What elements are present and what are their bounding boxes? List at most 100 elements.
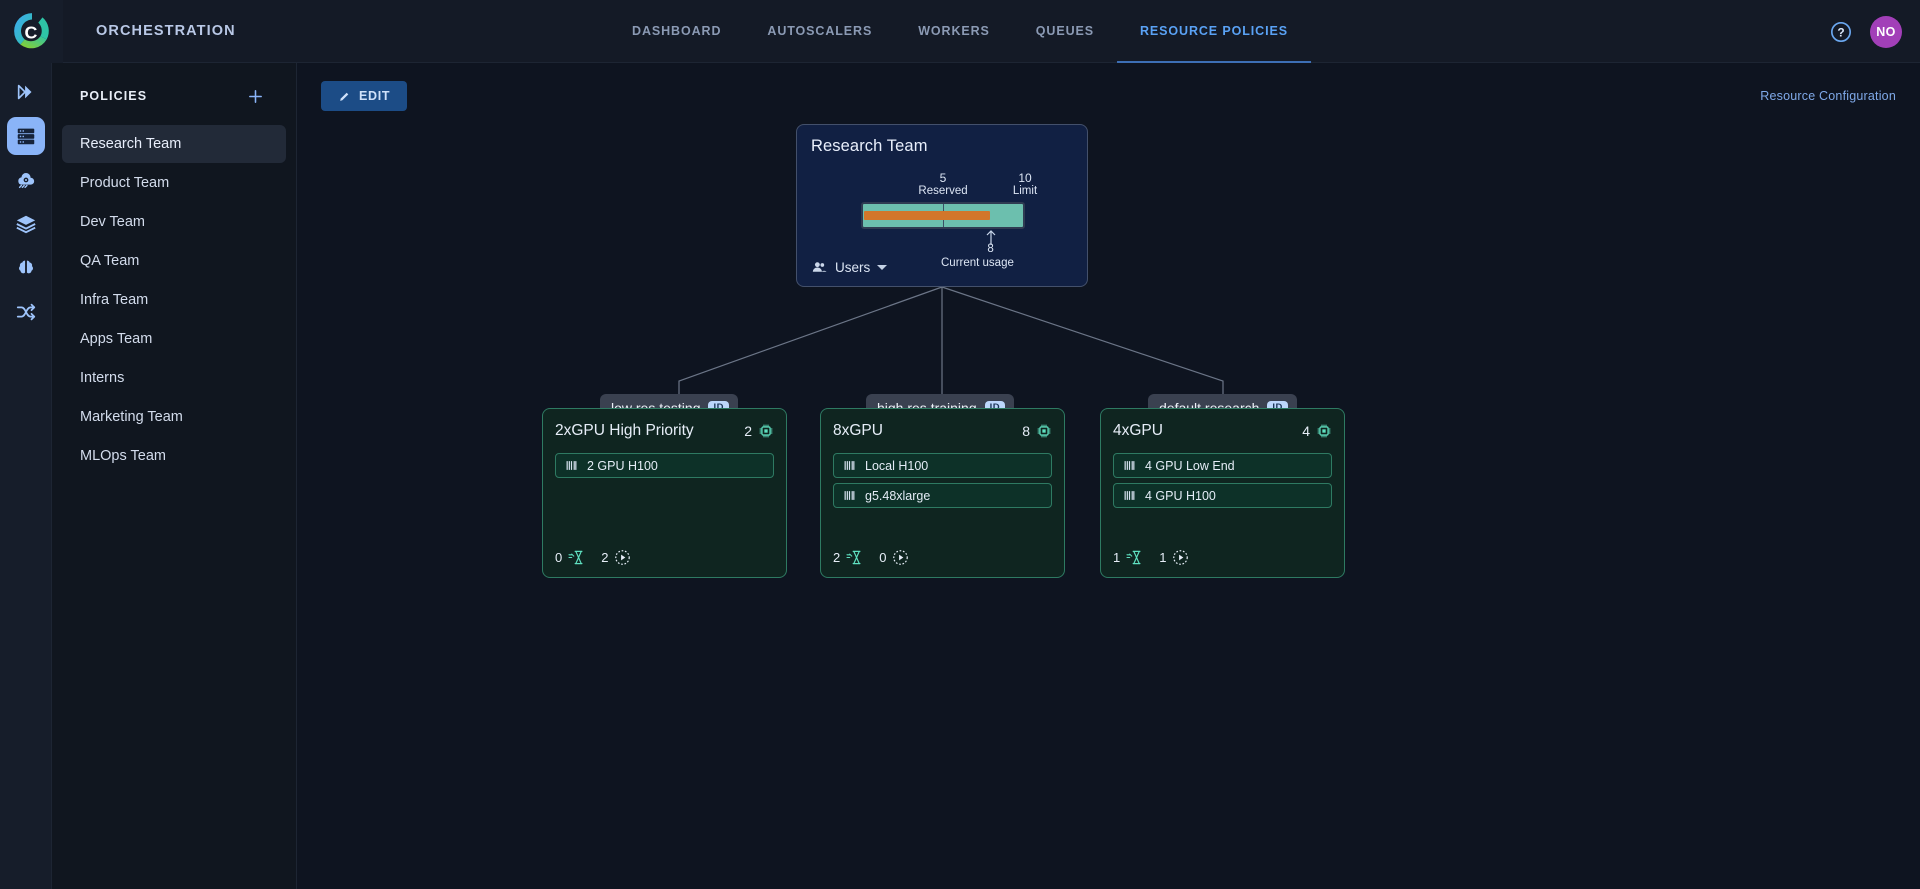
gauge-reserved-value: 5 — [939, 171, 947, 185]
shuffle-routes-icon — [16, 303, 35, 321]
current-usage-arrow-icon — [986, 230, 995, 245]
play-circle-icon — [615, 550, 631, 565]
help-circle-icon[interactable]: ? — [1830, 21, 1852, 43]
sidebar-item-interns[interactable]: Interns — [62, 359, 286, 397]
rail-item-double-chevron[interactable] — [7, 73, 45, 111]
resource-item-label: 2 GPU H100 — [587, 458, 658, 473]
resource-card-title: 8xGPU — [833, 422, 883, 439]
icon-rail — [0, 63, 52, 889]
server-rack-icon — [17, 128, 34, 145]
nav-tab-autoscalers[interactable]: AUTOSCALERS — [767, 24, 873, 38]
resource-card-2xgpu-high-priority[interactable]: 2xGPU High Priority 2 — [542, 408, 787, 578]
gauge-top-labels: 5 Reserved 10 Limit — [811, 172, 1073, 202]
resource-card-gpu-count: 4 — [1302, 423, 1332, 439]
rail-item-shuffle-routes[interactable] — [7, 293, 45, 331]
root-policy-node[interactable]: Research Team 5 Reserved 10 Limit — [796, 124, 1088, 287]
pending-jobs-stat: 2 — [833, 550, 863, 565]
main-nav: DASHBOARD AUTOSCALERS WORKERS QUEUES RES… — [609, 0, 1311, 63]
hourglass-icon — [846, 550, 861, 565]
policy-label: Marketing Team — [80, 409, 183, 425]
nav-tab-dashboard[interactable]: DASHBOARD — [632, 24, 722, 38]
app-title: ORCHESTRATION — [96, 23, 236, 39]
cpu-chip-icon — [759, 424, 773, 438]
users-group-icon — [812, 262, 827, 272]
nav-tab-resource-policies[interactable]: RESOURCE POLICIES — [1117, 0, 1311, 63]
edit-button-label: EDIT — [359, 89, 391, 103]
resource-card-gpu-count: 8 — [1022, 423, 1052, 439]
sidebar-item-dev-team[interactable]: Dev Team — [62, 203, 286, 241]
hourglass-icon — [1126, 550, 1141, 565]
resource-card-4xgpu[interactable]: 4xGPU 4 4 GPU — [1100, 408, 1345, 578]
resource-item[interactable]: g5.48xlarge — [833, 483, 1052, 508]
brain-icon — [18, 260, 33, 277]
pencil-icon — [340, 92, 349, 101]
sidebar-item-qa-team[interactable]: QA Team — [62, 242, 286, 280]
policy-label: Product Team — [80, 175, 170, 191]
users-dropdown[interactable]: Users — [811, 259, 888, 276]
resource-item[interactable]: 4 GPU H100 — [1113, 483, 1332, 508]
rail-item-server-rack[interactable] — [6, 117, 45, 155]
policies-sidebar: POLICIES Research Team Product Team Dev … — [52, 63, 297, 889]
top-bar-right: ? NO — [1830, 0, 1902, 63]
edit-button[interactable]: EDIT — [321, 81, 408, 111]
resource-item-list: 4 GPU Low End 4 GPU H100 — [1113, 453, 1332, 508]
pending-jobs-stat: 1 — [1113, 550, 1143, 565]
policy-label: Apps Team — [80, 331, 153, 347]
resource-configuration-link[interactable]: Resource Configuration — [1760, 89, 1896, 103]
resource-item[interactable]: 2 GPU H100 — [555, 453, 774, 478]
user-avatar[interactable]: NO — [1870, 15, 1902, 48]
resource-item-list: 2 GPU H100 — [555, 453, 774, 478]
plus-icon — [248, 89, 262, 103]
resource-card-8xgpu[interactable]: 8xGPU 8 Local — [820, 408, 1065, 578]
resource-card-footer: 1 1 — [1113, 549, 1189, 566]
sidebar-item-product-team[interactable]: Product Team — [62, 164, 286, 202]
play-circle-icon — [893, 550, 909, 565]
nav-tab-workers[interactable]: WORKERS — [918, 24, 990, 38]
top-bar: C ORCHESTRATION DASHBOARD AUTOSCALERS WO… — [0, 0, 1920, 63]
content-toolbar: EDIT Resource Configuration — [321, 81, 1896, 111]
sidebar-item-marketing-team[interactable]: Marketing Team — [62, 398, 286, 436]
rail-item-layers[interactable] — [7, 205, 45, 243]
sidebar-item-apps-team[interactable]: Apps Team — [62, 320, 286, 358]
barcode-icon — [844, 491, 855, 500]
sidebar-item-mlops-team[interactable]: MLOps Team — [62, 437, 286, 475]
gauge-current-value: 8 — [987, 243, 994, 255]
resource-card-header: 8xGPU 8 — [833, 422, 1052, 440]
running-jobs-count: 2 — [601, 550, 609, 565]
policies-header: POLICIES — [62, 75, 286, 115]
policy-label: Infra Team — [80, 292, 149, 308]
rail-item-cloud-gear[interactable] — [7, 161, 45, 199]
app-logo[interactable]: C — [0, 0, 63, 63]
chevron-down-icon — [877, 265, 888, 270]
policy-label: MLOps Team — [80, 448, 166, 464]
cpu-chip-icon — [1037, 424, 1051, 438]
gauge-reserved-caption: Reserved — [918, 185, 968, 197]
resource-card-footer: 0 2 — [555, 549, 631, 566]
root-node-title: Research Team — [811, 137, 928, 155]
nav-tab-queues[interactable]: QUEUES — [1035, 24, 1094, 38]
resource-item[interactable]: 4 GPU Low End — [1113, 453, 1332, 478]
gauge-limit-label: 10 Limit — [1013, 172, 1037, 198]
svg-text:C: C — [24, 22, 37, 42]
resource-card-header: 2xGPU High Priority 2 — [555, 422, 774, 440]
rail-item-brain[interactable] — [7, 249, 45, 287]
resource-card-footer: 2 0 — [833, 549, 909, 566]
barcode-icon — [1124, 461, 1135, 470]
gauge-limit-caption: Limit — [1012, 185, 1038, 197]
sidebar-item-research-team[interactable]: Research Team — [62, 125, 286, 163]
running-jobs-stat: 0 — [879, 549, 909, 566]
running-jobs-count: 1 — [1159, 550, 1167, 565]
add-policy-button[interactable] — [242, 83, 268, 109]
resource-card-gpu-count: 2 — [744, 423, 774, 439]
sidebar-item-infra-team[interactable]: Infra Team — [62, 281, 286, 319]
running-jobs-stat: 1 — [1159, 549, 1189, 566]
running-jobs-stat: 2 — [601, 549, 631, 566]
pending-jobs-count: 2 — [833, 550, 841, 565]
main-content: EDIT Resource Configuration Research Tea… — [297, 63, 1920, 889]
resource-item[interactable]: Local H100 — [833, 453, 1052, 478]
gauge-limit-value: 10 — [1018, 171, 1032, 185]
resource-item-label: 4 GPU H100 — [1145, 488, 1216, 503]
barcode-icon — [1124, 491, 1135, 500]
pending-jobs-stat: 0 — [555, 550, 585, 565]
